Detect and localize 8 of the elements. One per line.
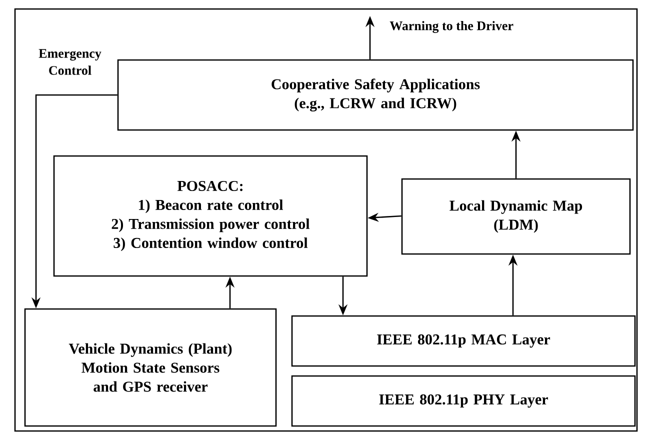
layer-box: IEEE 802.11p PHY Layer bbox=[291, 375, 636, 427]
process-box: POSACC: 1) Beacon rate control 2) Transmission power control 3) Contention window control bbox=[53, 155, 368, 277]
edge-label: Emergency Control bbox=[38, 49, 102, 75]
process-box: Vehicle Dynamics (Plant) Motion State Sensors and GPS receiver bbox=[24, 308, 277, 427]
process-box: Cooperative Safety Applications (e.g., LCRW and ICRW) bbox=[117, 59, 634, 131]
layer-box: IEEE 802.11p MAC Layer bbox=[291, 315, 636, 367]
process-box: Local Dynamic Map (LDM) bbox=[401, 178, 631, 255]
edge-label: Warning to the Driver bbox=[388, 20, 514, 34]
